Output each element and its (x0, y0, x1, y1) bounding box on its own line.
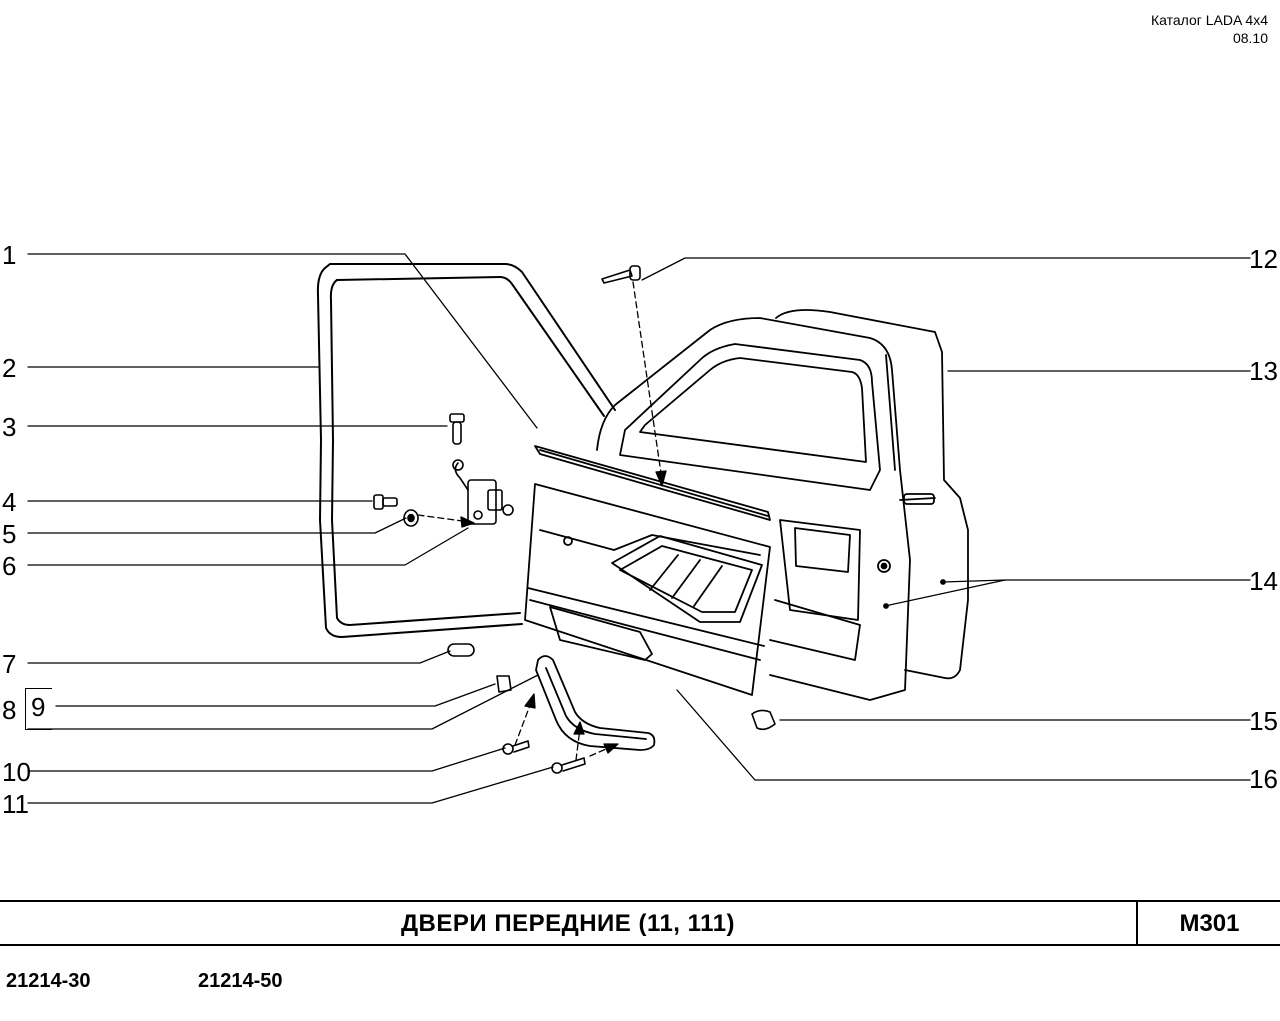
callout-15: 15 (1249, 706, 1278, 736)
title-divider (1136, 902, 1138, 944)
screw-11 (551, 757, 586, 774)
title-block: ДВЕРИ ПЕРЕДНИЕ (11, 111) M301 (0, 900, 1280, 946)
callout-1: 1 (2, 240, 17, 270)
callout-16: 16 (1249, 764, 1278, 794)
model-code-2: 21214-50 (198, 970, 283, 992)
callout-4: 4 (2, 487, 17, 517)
door-trim-16 (524, 483, 771, 696)
callout-6: 6 (2, 551, 17, 581)
door-shell-13-14 (596, 309, 969, 701)
door-seal (316, 263, 616, 638)
callout-7: 7 (2, 649, 17, 679)
bolt-3 (449, 413, 465, 445)
callout-8: 8 (2, 695, 17, 725)
page-title: ДВЕРИ ПЕРЕДНИЕ (11, 111) (400, 910, 736, 937)
callout-9: 9 (31, 692, 46, 722)
clip-15 (751, 709, 776, 731)
screw-10 (502, 740, 530, 755)
window-channel-1 (534, 445, 771, 521)
callout-10: 10 (2, 757, 31, 787)
pin-12 (601, 265, 641, 284)
page-code: M301 (1179, 910, 1240, 937)
callout-3: 3 (2, 412, 17, 442)
screw-4 (373, 494, 398, 510)
catalog-header: Каталог LADA 4x4 (1150, 12, 1268, 28)
washer-5 (403, 509, 419, 527)
callout-13: 13 (1249, 356, 1278, 386)
catalog-date: 08.10 (1232, 30, 1268, 46)
callout-11: 11 (2, 789, 29, 819)
callout-bracket (25, 688, 52, 730)
armrest-8 (535, 655, 656, 751)
callout-2: 2 (2, 353, 17, 383)
door-lock-6 (452, 459, 514, 525)
callout-14: 14 (1249, 566, 1278, 596)
model-code-1: 21214-30 (6, 970, 91, 992)
callout-5: 5 (2, 519, 17, 549)
leader-lines (27, 253, 1251, 804)
plug-7 (447, 643, 475, 657)
door-parts-diagram (27, 253, 1251, 804)
clip-9 (496, 675, 512, 693)
callout-12: 12 (1249, 244, 1278, 274)
